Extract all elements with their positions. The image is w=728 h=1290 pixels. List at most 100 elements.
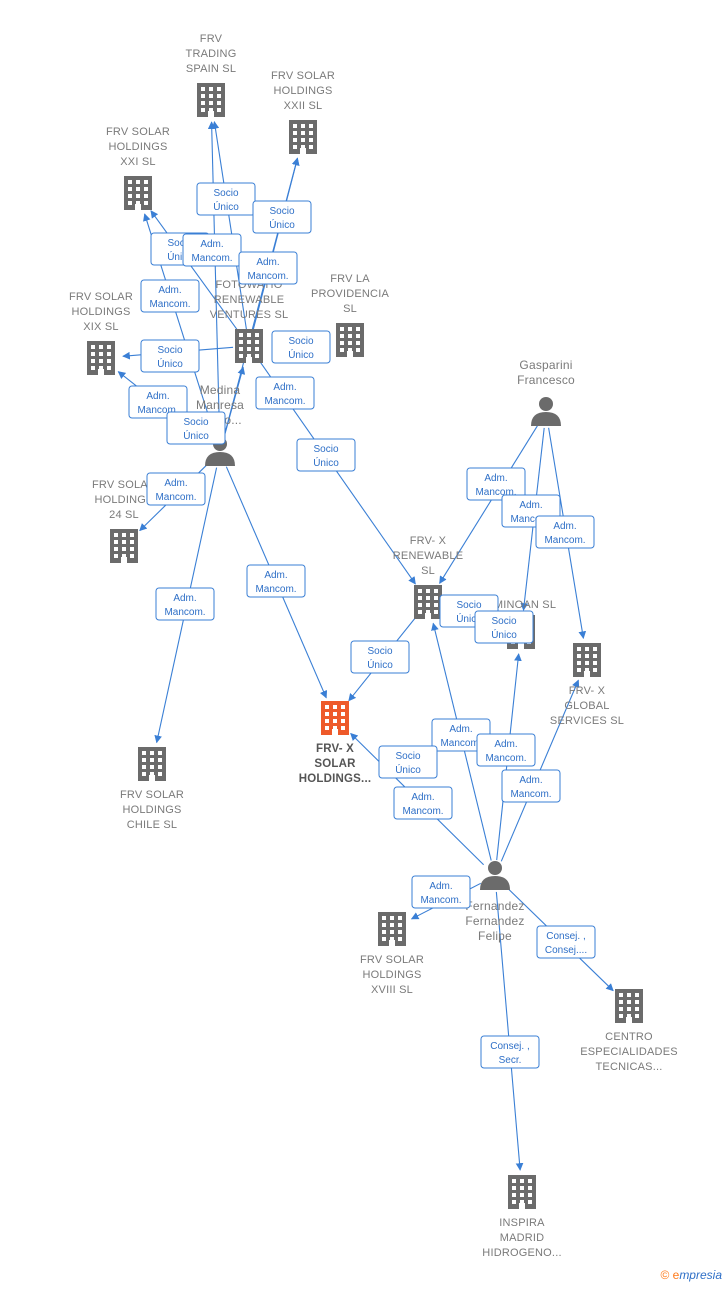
building-window: [293, 131, 297, 135]
building-door: [149, 775, 155, 781]
edge-gasparini-to-renewable: [439, 425, 539, 584]
building-icon: [573, 643, 601, 677]
building-window: [577, 654, 581, 658]
badge-label: Socio: [491, 616, 516, 627]
node-label-line: Medina: [200, 383, 241, 397]
relation-badge[interactable]: Adm.Mancom.: [155, 587, 215, 621]
empresia-brand[interactable]: © empresia: [660, 1268, 722, 1282]
building-window: [150, 758, 154, 762]
company-node-main[interactable]: FRV- XSOLARHOLDINGS...: [299, 701, 371, 785]
building-window: [217, 87, 221, 91]
badge-label: Socio: [313, 444, 338, 455]
building-window: [158, 758, 162, 762]
node-label-line: TRADING: [186, 48, 237, 60]
building-window: [209, 101, 213, 105]
relation-badge[interactable]: Adm.Mancom.: [393, 786, 453, 820]
badge-label: Mancom.: [149, 299, 190, 310]
badge-label: Consej....: [545, 945, 587, 956]
building-window: [217, 101, 221, 105]
building-window: [122, 547, 126, 551]
badge-box: [501, 769, 561, 803]
badge-label: Adm.: [146, 391, 169, 402]
relation-badge[interactable]: Adm.Mancom.: [476, 733, 536, 767]
relation-badge[interactable]: Adm.Mancom.: [146, 472, 206, 506]
building-window: [348, 334, 352, 338]
building-window: [434, 603, 438, 607]
building-window: [585, 647, 589, 651]
building-window: [325, 712, 329, 716]
person-icon: [531, 397, 561, 426]
company-node-inspira[interactable]: INSPIRAMADRIDHIDROGENO...: [482, 1175, 562, 1259]
building-window: [426, 603, 430, 607]
building-window: [585, 668, 589, 672]
relation-badge[interactable]: Adm.Mancom.: [501, 769, 561, 803]
building-window: [398, 930, 402, 934]
building-window: [107, 366, 111, 370]
brand-initial: e: [672, 1268, 680, 1282]
relation-badge[interactable]: Adm.Mancom.: [411, 875, 471, 909]
building-window: [627, 993, 631, 997]
building-window: [130, 554, 134, 558]
building-window: [512, 1200, 516, 1204]
badge-label: Único: [491, 628, 517, 641]
building-door: [121, 557, 127, 563]
building-window: [301, 124, 305, 128]
building-window: [107, 359, 111, 363]
relation-badge[interactable]: Consej. ,Secr.: [480, 1035, 540, 1069]
relation-badge[interactable]: Adm.Mancom.: [182, 233, 242, 267]
building-window: [341, 726, 345, 730]
relation-badge[interactable]: Adm.Mancom.: [246, 564, 306, 598]
building-window: [434, 610, 438, 614]
relation-badge[interactable]: Adm.Mancom.: [238, 251, 298, 285]
building-icon: [87, 341, 115, 375]
building-window: [512, 1186, 516, 1190]
node-label-line: SL: [343, 303, 357, 315]
building-window: [150, 772, 154, 776]
building-window: [390, 937, 394, 941]
relation-badge[interactable]: Adm.Mancom.: [466, 467, 526, 501]
relation-badge[interactable]: Adm.Mancom.: [140, 279, 200, 313]
building-window: [635, 993, 639, 997]
building-window: [382, 930, 386, 934]
building-window: [520, 1193, 524, 1197]
relation-badge[interactable]: Adm.Mancom.: [255, 376, 315, 410]
relation-badge[interactable]: Adm.Mancom.: [128, 385, 188, 419]
badge-box: [238, 251, 298, 285]
relation-badge[interactable]: Consej. ,Consej....: [536, 925, 596, 959]
relation-badge[interactable]: Adm.Mancom.: [535, 515, 595, 549]
building-door: [300, 148, 306, 154]
badge-label: Adm.: [273, 382, 296, 393]
company-node-centro[interactable]: CENTROESPECIALIDADESTECNICAS...: [580, 989, 678, 1073]
building-door: [584, 671, 590, 677]
building-window: [142, 751, 146, 755]
badge-label: Adm.: [411, 792, 434, 803]
building-window: [577, 647, 581, 651]
building-window: [293, 138, 297, 142]
building-window: [593, 661, 597, 665]
badge-label: Adm.: [484, 473, 507, 484]
building-window: [398, 916, 402, 920]
building-window: [528, 1186, 532, 1190]
